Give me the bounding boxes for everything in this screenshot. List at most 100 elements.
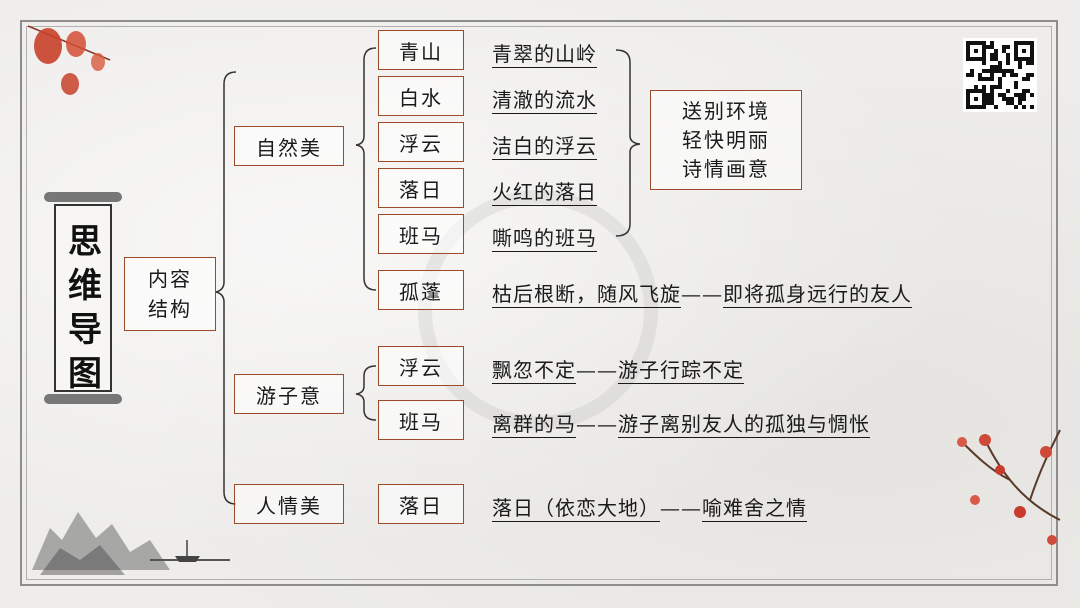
qr-cell — [974, 89, 978, 93]
qr-cell — [974, 57, 978, 61]
qr-cell — [994, 53, 998, 57]
landscape-decoration — [32, 512, 230, 575]
qr-cell — [970, 73, 974, 77]
qr-cell — [1030, 105, 1034, 109]
qr-cell — [990, 77, 994, 81]
qr-cell — [1018, 57, 1022, 61]
image-description: 离群的马——游子离别友人的孤独与惆怅 — [492, 412, 870, 438]
qr-cell — [982, 105, 986, 109]
qr-cell — [982, 57, 986, 61]
qr-cell — [982, 45, 986, 49]
qr-cell — [974, 85, 978, 89]
branch-nature: 自然美 — [234, 126, 344, 166]
qr-cell — [990, 85, 994, 89]
qr-cell — [998, 85, 1002, 89]
qr-cell — [986, 45, 990, 49]
image-description: 嘶鸣的班马 — [492, 226, 597, 252]
qr-cell — [1002, 69, 1006, 73]
qr-cell — [990, 93, 994, 97]
qr-cell — [978, 77, 982, 81]
qr-cell — [1002, 93, 1006, 97]
qr-cell — [1014, 73, 1018, 77]
qr-cell — [970, 57, 974, 61]
qr-cell — [1014, 49, 1018, 53]
qr-cell — [998, 93, 1002, 97]
plum-blossom-decoration — [957, 429, 1061, 545]
qr-cell — [1022, 57, 1026, 61]
qr-cell — [982, 101, 986, 105]
qr-cell — [970, 105, 974, 109]
qr-cell — [1026, 73, 1030, 77]
qr-cell — [990, 101, 994, 105]
qr-cell — [1002, 73, 1006, 77]
qr-cell — [990, 97, 994, 101]
root-node: 内容 结构 — [124, 257, 216, 331]
qr-cell — [1006, 97, 1010, 101]
qr-cell — [966, 97, 970, 101]
branch-human: 人情美 — [234, 484, 344, 524]
qr-cell — [1014, 105, 1018, 109]
branch-wanderer: 游子意 — [234, 374, 344, 414]
qr-code — [963, 38, 1037, 112]
qr-cell — [990, 89, 994, 93]
qr-cell — [1022, 97, 1026, 101]
qr-cell — [986, 97, 990, 101]
qr-cell — [1006, 61, 1010, 65]
summary-line: 诗情画意 — [682, 156, 770, 181]
image-description: 飘忽不定——游子行踪不定 — [492, 358, 744, 384]
qr-cell — [978, 73, 982, 77]
qr-cell — [1002, 97, 1006, 101]
qr-cell — [994, 105, 998, 109]
qr-cell — [966, 101, 970, 105]
qr-cell — [966, 41, 970, 45]
image-node: 浮云 — [378, 122, 464, 162]
qr-cell — [982, 41, 986, 45]
qr-cell — [982, 93, 986, 97]
qr-cell — [1018, 61, 1022, 65]
qr-cell — [1018, 101, 1022, 105]
qr-cell — [1022, 89, 1026, 93]
qr-cell — [982, 69, 986, 73]
qr-cell — [1014, 93, 1018, 97]
qr-cell — [1022, 41, 1026, 45]
qr-cell — [1006, 53, 1010, 57]
qr-cell — [1018, 97, 1022, 101]
qr-cell — [1006, 69, 1010, 73]
image-node: 班马 — [378, 400, 464, 440]
qr-cell — [982, 89, 986, 93]
qr-cell — [986, 93, 990, 97]
lantern-decoration — [27, 25, 111, 95]
qr-cell — [990, 69, 994, 73]
qr-cell — [998, 69, 1002, 73]
qr-cell — [1010, 73, 1014, 77]
qr-cell — [1026, 57, 1030, 61]
qr-cell — [1030, 61, 1034, 65]
qr-cell — [986, 69, 990, 73]
qr-cell — [986, 77, 990, 81]
qr-cell — [994, 69, 998, 73]
qr-cell — [1006, 89, 1010, 93]
qr-cell — [994, 57, 998, 61]
qr-cell — [1014, 81, 1018, 85]
qr-cell — [966, 89, 970, 93]
summary-node: 送别环境 轻快明丽 诗情画意 — [650, 90, 802, 190]
qr-cell — [1014, 45, 1018, 49]
qr-cell — [966, 105, 970, 109]
title-char: 思 — [68, 222, 102, 262]
qr-cell — [1022, 105, 1026, 109]
qr-cell — [1022, 93, 1026, 97]
qr-cell — [1010, 97, 1014, 101]
qr-cell — [970, 41, 974, 45]
qr-cell — [1018, 41, 1022, 45]
qr-cell — [1026, 77, 1030, 81]
qr-cell — [978, 89, 982, 93]
qr-cell — [994, 49, 998, 53]
title-scroll: 思 维 导 图 — [44, 192, 122, 404]
title-char: 导 — [68, 310, 102, 350]
qr-cell — [998, 81, 1002, 85]
qr-cell — [970, 89, 974, 93]
image-description: 青翠的山岭 — [492, 42, 597, 68]
qr-cell — [982, 53, 986, 57]
qr-cell — [994, 65, 998, 69]
qr-cell — [966, 49, 970, 53]
